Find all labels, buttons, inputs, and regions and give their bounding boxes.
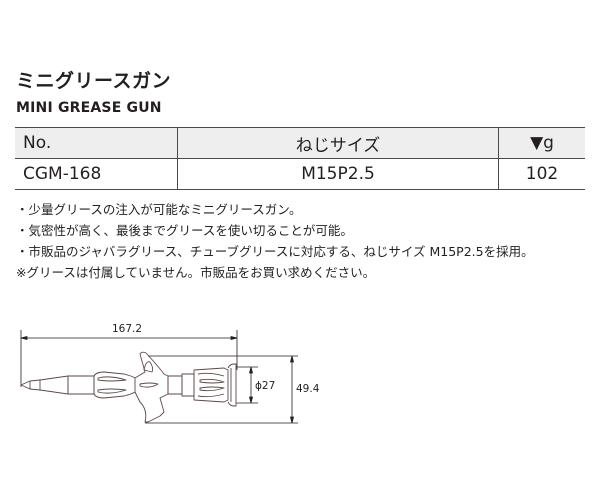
length-dimension-label: 167.2	[112, 323, 142, 335]
height-dimension-label: 49.4	[296, 383, 320, 395]
product-title-english: MINI GREASE GUN	[16, 100, 162, 116]
column-header-weight: ▼g	[530, 133, 554, 153]
note-item: ・市販品のジャバラグリース、チューブグリースに対応する、ねじサイズ M15P2.…	[16, 244, 534, 259]
spec-table: No. ねじサイズ ▼g CGM-168 M15P2.5 102	[15, 127, 585, 190]
dimension-lines	[20, 330, 298, 424]
note-item: ・気密性が高く、最後までグリースを使い切ることが可能。	[16, 223, 353, 238]
column-header-thread-size: ねじサイズ	[177, 127, 499, 159]
note-item: ※グリースは付属していません。市販品をお買い求めください。	[16, 265, 376, 280]
note-item: ・少量グリースの注入が可能なミニグリースガン。	[16, 202, 302, 217]
grease-gun-technical-drawing: 167.2 ϕ27 49.4	[20, 323, 320, 424]
feature-notes: ・少量グリースの注入が可能なミニグリースガン。 ・気密性が高く、最後までグリース…	[16, 199, 534, 283]
product-title-japanese: ミニグリースガン	[16, 70, 172, 92]
cell-model-number: CGM-168	[15, 158, 178, 190]
grease-gun-outline	[20, 351, 237, 423]
diameter-dimension-label: ϕ27	[255, 380, 275, 392]
cell-weight: 102	[525, 164, 559, 184]
table-header-row: No. ねじサイズ ▼g	[15, 127, 585, 159]
column-header-no: No.	[15, 127, 178, 159]
cell-thread-size: M15P2.5	[177, 158, 499, 190]
table-row: CGM-168 M15P2.5 102	[15, 158, 585, 190]
